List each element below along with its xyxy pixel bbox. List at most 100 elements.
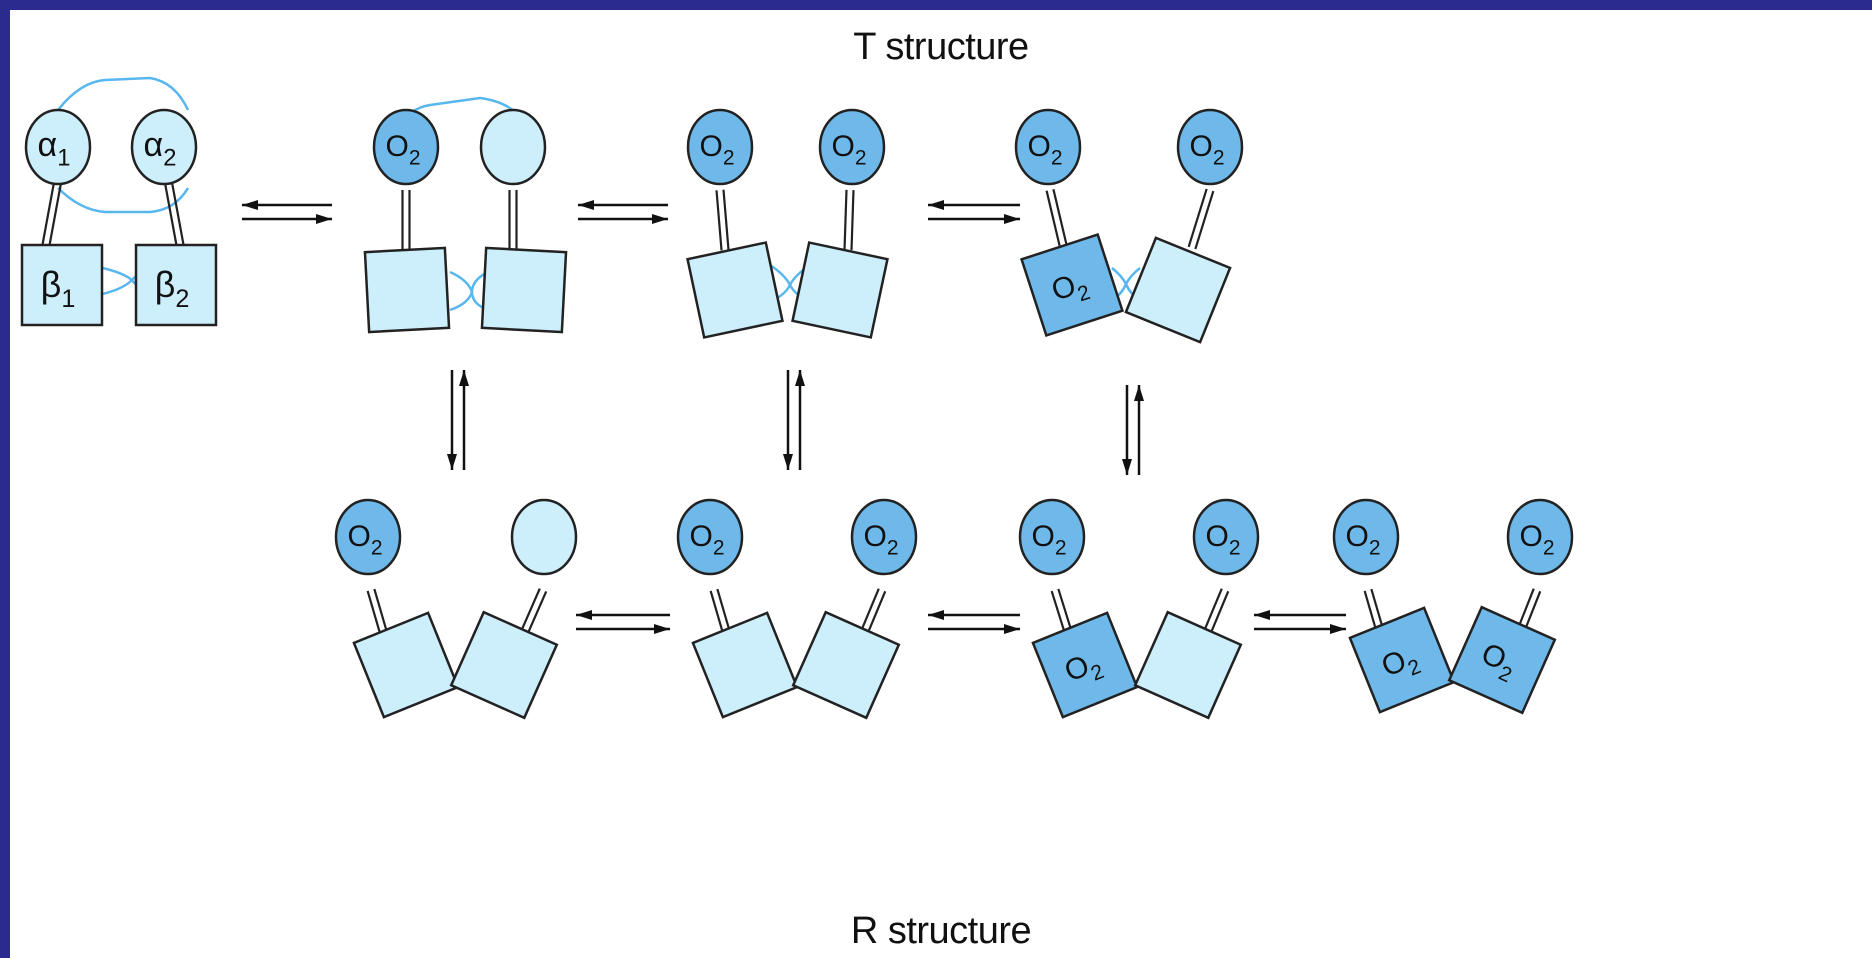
salt-bridge-beta-1a [449, 270, 474, 312]
beta-subunit-t1a-square [363, 246, 451, 334]
alpha-subunit-r3a-o2-label: O2 [1031, 520, 1066, 559]
alpha-subunit-t2a-o2-label: O2 [699, 130, 734, 169]
beta-subunit-r2a-square [691, 611, 799, 719]
beta-subunit-r4a-square [1348, 606, 1456, 714]
alpha1-subunit: α1 [24, 108, 92, 186]
beta-subunit-t3b [1124, 236, 1232, 344]
alpha-subunit-r2a: O2 [676, 498, 744, 576]
alpha-subunit-r3a-circle [1018, 498, 1086, 576]
alpha-subunit-t2b-circle [818, 108, 886, 186]
link-a-b-1a [401, 190, 411, 250]
alpha-subunit-r1b [510, 498, 578, 576]
link-a2-b2-0 [163, 179, 185, 246]
beta-subunit-r2a [691, 611, 799, 719]
alpha-subunit-r2a-circle [676, 498, 744, 576]
beta-subunit-t2a [686, 241, 784, 339]
beta-subunit-r3b-square [1133, 610, 1243, 720]
alpha-subunit-r4a-circle [1332, 498, 1400, 576]
beta-subunit-r3b [1133, 610, 1243, 720]
alpha-subunit-t2a: O2 [686, 108, 754, 186]
beta-subunit-t1b [480, 246, 568, 334]
alpha1-subunit-circle [24, 108, 92, 186]
beta1-subunit-label: β1 [41, 264, 76, 313]
alpha-subunit-t1b [479, 108, 547, 186]
alpha-subunit-r3a: O2 [1018, 498, 1086, 576]
alpha2-subunit: α2 [130, 108, 198, 186]
alpha-subunit-r2b: O2 [850, 498, 918, 576]
alpha-subunit-t3a-o2-label: O2 [1027, 130, 1062, 169]
link-a-b-1b [508, 190, 518, 250]
alpha-subunit-r4b: O2 [1506, 498, 1574, 576]
alpha-subunit-r2b-circle [850, 498, 918, 576]
alpha-subunit-t2a-circle [686, 108, 754, 186]
alpha-subunit-t3b-circle [1176, 108, 1244, 186]
beta-subunit-r4b-square [1447, 605, 1557, 715]
link-a-b-3b [1187, 188, 1215, 250]
equilibrium-arrows-t0-t1 [242, 200, 332, 224]
beta-subunit-r1a-square [352, 611, 460, 719]
alpha-subunit-r3b-o2-label: O2 [1205, 520, 1240, 559]
alpha-subunit-r4a-o2-label: O2 [1345, 520, 1380, 559]
alpha-subunit-r1a-o2-label: O2 [347, 520, 382, 559]
equilibrium-arrows-t1-t2 [578, 200, 668, 224]
beta-subunit-t3b-square [1124, 236, 1232, 344]
alpha-subunit-r1a-circle [334, 498, 402, 576]
beta-subunit-t1a [363, 246, 451, 334]
alpha-subunit-t1b-circle [479, 108, 547, 186]
link-a1-b1-0 [41, 179, 63, 246]
equilibrium-arrows-r2-r3 [928, 610, 1020, 634]
alpha-subunit-r3b: O2 [1192, 498, 1260, 576]
equilibrium-arrows-t2-t3 [928, 200, 1020, 224]
alpha-subunit-t3a: O2 [1014, 108, 1082, 186]
beta-subunit-r3a-square [1031, 611, 1139, 719]
beta-subunit-r4b: O2 [1447, 605, 1557, 715]
link-a-b-2a [715, 189, 730, 251]
alpha-subunit-r4a: O2 [1332, 498, 1400, 576]
beta-subunit-r4a: O2 [1348, 606, 1456, 714]
beta-subunit-t3a: O2 [1020, 233, 1124, 337]
beta1-subunit: β1 [20, 243, 104, 327]
beta-subunit-t1b-square [480, 246, 568, 334]
alpha-subunit-r3b-circle [1192, 498, 1260, 576]
beta-subunit-t2b-square [791, 241, 889, 339]
alpha-subunit-r2a-o2-label: O2 [689, 520, 724, 559]
t-structure-title: T structure [853, 26, 1029, 68]
r-structure-title: R structure [850, 910, 1032, 952]
link-a-b-3a [1045, 188, 1068, 247]
salt-bridge-alpha-bottom-0 [57, 187, 190, 214]
beta-subunit-r2b [791, 610, 901, 720]
equilibrium-arrows-t1-r1 [447, 370, 469, 470]
salt-bridge-alpha-top-0 [57, 76, 190, 111]
alpha-subunit-t1a: O2 [372, 108, 440, 186]
alpha-subunit-t3a-circle [1014, 108, 1082, 186]
beta2-subunit-label: β2 [155, 264, 190, 313]
beta-subunit-t2a-square [686, 241, 784, 339]
beta-subunit-t2b [791, 241, 889, 339]
alpha-subunit-t1a-o2-label: O2 [385, 130, 420, 169]
alpha-subunit-r1a: O2 [334, 498, 402, 576]
beta-subunit-r1b-square [449, 610, 559, 720]
alpha-subunit-t2b: O2 [818, 108, 886, 186]
alpha-subunit-r1b-circle [510, 498, 578, 576]
beta1-subunit-square [20, 243, 104, 327]
beta-subunit-t3a-square [1020, 233, 1124, 337]
alpha-subunit-t3b: O2 [1176, 108, 1244, 186]
link-a-b-2b [843, 189, 855, 251]
alpha-subunit-t3b-o2-label: O2 [1189, 130, 1224, 169]
alpha-subunit-r2b-o2-label: O2 [863, 520, 898, 559]
equilibrium-arrows-t3-r3 [1122, 385, 1144, 475]
beta2-subunit: β2 [134, 243, 218, 327]
alpha2-subunit-circle [130, 108, 198, 186]
beta-subunit-r1a [352, 611, 460, 719]
alpha-subunit-t1a-circle [372, 108, 440, 186]
beta-subunit-r1b [449, 610, 559, 720]
equilibrium-arrows-r3-r4 [1254, 610, 1346, 634]
beta2-subunit-square [134, 243, 218, 327]
alpha-subunit-t2b-o2-label: O2 [831, 130, 866, 169]
alpha1-subunit-label: α1 [38, 126, 71, 172]
beta-subunit-r2b-square [791, 610, 901, 720]
alpha-subunit-r4b-o2-label: O2 [1519, 520, 1554, 559]
salt-bridge-beta-1b [470, 270, 489, 312]
